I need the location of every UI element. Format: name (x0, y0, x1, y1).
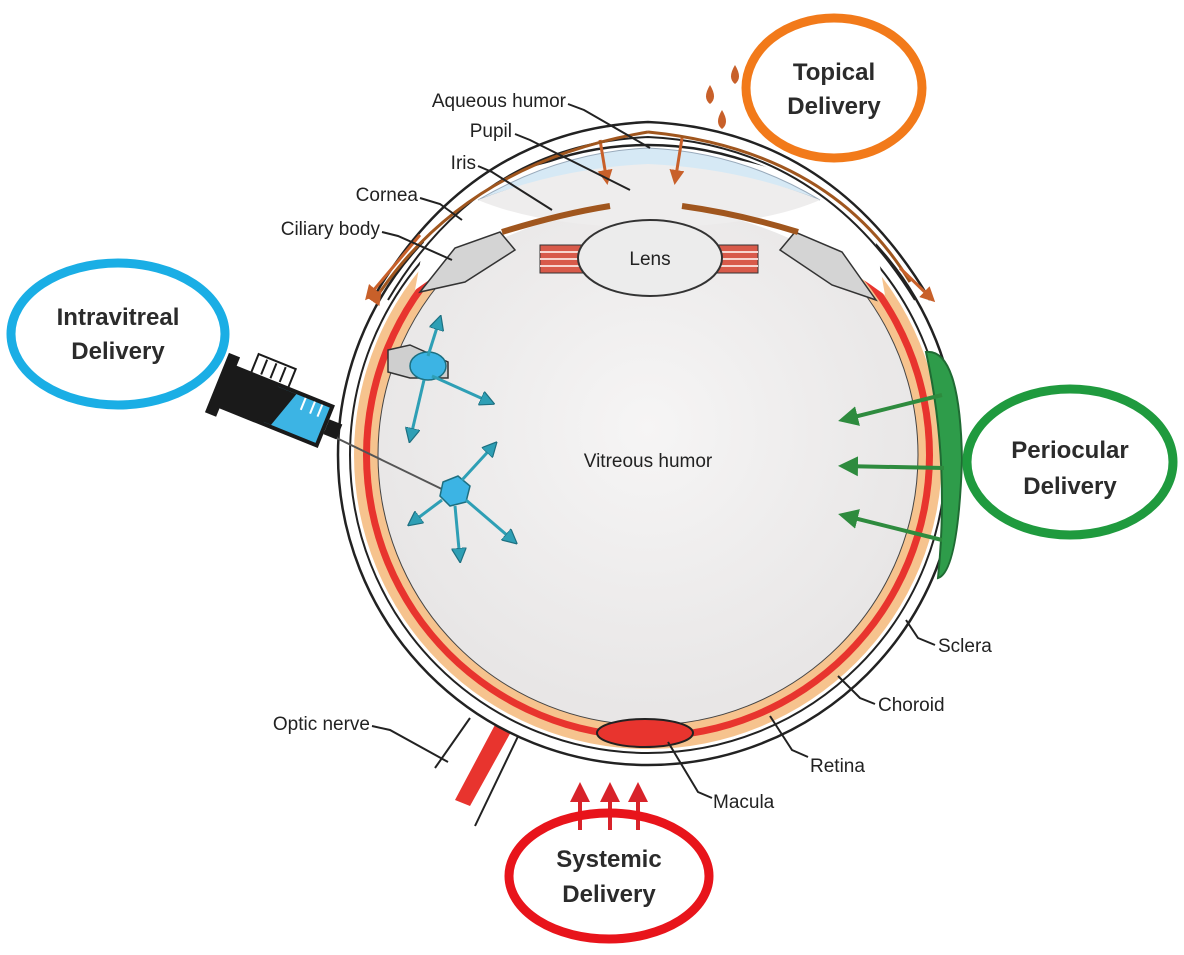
systemic-oval (509, 813, 709, 939)
label-lens: Lens (629, 249, 670, 270)
label-aqueous-humor: Aqueous humor (432, 91, 567, 112)
intravitreal-line2: Delivery (71, 338, 165, 365)
intravitreal-oval (11, 263, 225, 405)
intravitreal-line1: Intravitreal (57, 304, 180, 331)
label-iris: Iris (451, 153, 476, 174)
periocular-delivery-callout: Periocular Delivery (967, 389, 1173, 535)
drop-icon (731, 65, 739, 84)
systemic-line1: Systemic (556, 846, 661, 873)
topical-oval (746, 18, 922, 158)
periocular-line2: Delivery (1023, 473, 1117, 500)
intravitreal-delivery-callout: Intravitreal Delivery (11, 263, 225, 405)
topical-delivery-callout: Topical Delivery (746, 18, 922, 158)
macula (597, 719, 693, 747)
label-pupil: Pupil (470, 121, 512, 142)
drop-icon (706, 85, 714, 104)
label-cornea: Cornea (356, 185, 419, 206)
label-choroid: Choroid (878, 695, 945, 716)
label-vitreous-humor: Vitreous humor (584, 451, 713, 472)
systemic-delivery-graphics (580, 786, 638, 830)
label-ciliary-body: Ciliary body (281, 219, 381, 240)
label-macula: Macula (713, 792, 775, 813)
label-optic-nerve: Optic nerve (273, 714, 370, 735)
topical-line2: Delivery (787, 93, 881, 120)
drop-icon (718, 110, 726, 129)
systemic-delivery-callout: Systemic Delivery (509, 813, 709, 939)
syringe-icon (205, 344, 355, 462)
topical-line1: Topical (793, 59, 875, 86)
implant (410, 352, 446, 380)
systemic-line2: Delivery (562, 881, 656, 908)
periocular-line1: Periocular (1011, 437, 1128, 464)
label-retina: Retina (810, 756, 865, 777)
label-sclera: Sclera (938, 636, 992, 657)
